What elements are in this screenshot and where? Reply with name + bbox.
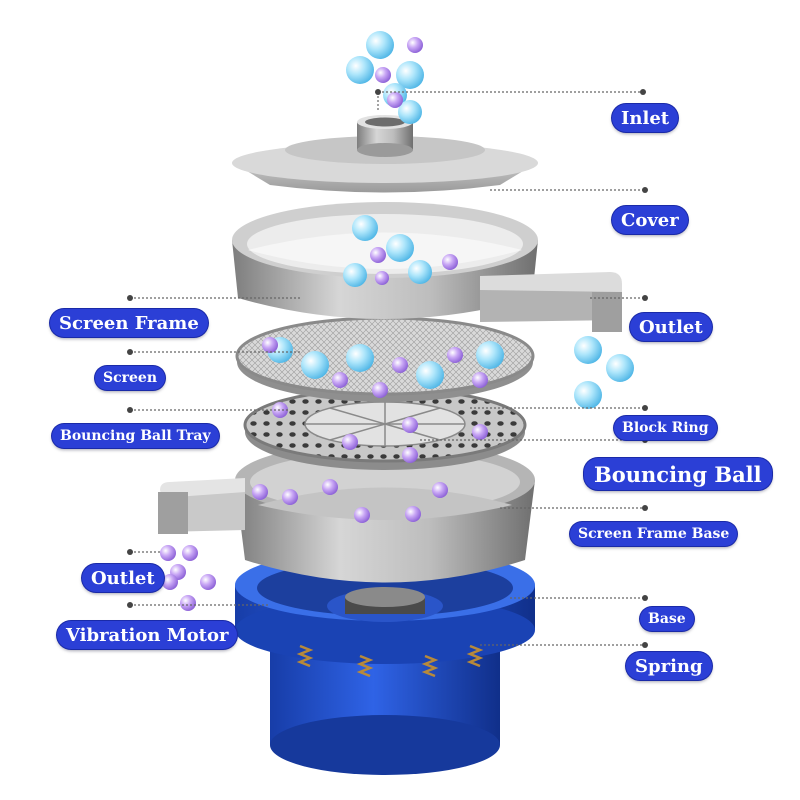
leader-lines: [127, 89, 648, 648]
label-outlet-left: Outlet: [82, 564, 164, 592]
fine-particle: [387, 92, 403, 108]
fine-particle: [342, 434, 358, 450]
leader-dot: [127, 407, 133, 413]
fine-particle: [402, 447, 418, 463]
fine-particle: [472, 372, 488, 388]
base-assembly: [235, 549, 535, 775]
leader-dot: [642, 595, 648, 601]
label-inlet: Inlet: [612, 104, 679, 132]
leader-dot: [642, 295, 648, 301]
label-bouncing-ball: Bouncing Ball: [584, 458, 772, 490]
coarse-particle: [346, 56, 374, 84]
fine-particle: [182, 545, 198, 561]
fine-particle: [447, 347, 463, 363]
coarse-particle: [398, 100, 422, 124]
label-block-ring: Block Ring: [614, 416, 717, 440]
label-screen-frame-base: Screen Frame Base: [570, 522, 738, 546]
material-particles: [160, 31, 634, 611]
label-spring: Spring: [626, 652, 712, 680]
coarse-particle: [574, 336, 602, 364]
fine-particle: [372, 382, 388, 398]
fine-particle: [332, 372, 348, 388]
label-screen-frame: Screen Frame: [50, 309, 208, 337]
fine-particle: [405, 506, 421, 522]
label-vibration-motor: Vibration Motor: [57, 621, 238, 649]
label-outlet-right: Outlet: [630, 313, 712, 341]
label-base: Base: [640, 607, 694, 631]
fine-particle: [282, 489, 298, 505]
coarse-particle: [346, 344, 374, 372]
leader-dot: [127, 602, 133, 608]
screen-mesh-shape: [235, 316, 535, 402]
coarse-particle: [352, 215, 378, 241]
label-screen: Screen: [95, 366, 166, 390]
fine-particle: [200, 574, 216, 590]
leader-dot: [375, 89, 381, 95]
fine-particle: [442, 254, 458, 270]
leader-dot: [127, 349, 133, 355]
label-bouncing-ball-tray: Bouncing Ball Tray: [52, 424, 219, 448]
coarse-particle: [574, 381, 602, 409]
coarse-particle: [416, 361, 444, 389]
fine-particle: [370, 247, 386, 263]
label-cover: Cover: [612, 206, 688, 234]
leader-dot: [642, 187, 648, 193]
fine-particle: [162, 574, 178, 590]
fine-particle: [472, 424, 488, 440]
cover-shape: [232, 115, 538, 193]
leader-dot: [642, 405, 648, 411]
coarse-particle: [476, 341, 504, 369]
leader-dot: [642, 505, 648, 511]
spring-shapes: [296, 644, 484, 678]
fine-particle: [375, 67, 391, 83]
leader-dot: [640, 89, 646, 95]
fine-particle: [160, 545, 176, 561]
coarse-particle: [386, 234, 414, 262]
leader-dot: [127, 549, 133, 555]
coarse-particle: [408, 260, 432, 284]
fine-particle: [252, 484, 268, 500]
fine-particle: [392, 357, 408, 373]
vibration-motor-shape: [327, 587, 443, 622]
leader-dot: [127, 295, 133, 301]
coarse-particle: [396, 61, 424, 89]
coarse-particle: [301, 351, 329, 379]
leader-dot: [642, 642, 648, 648]
fine-particle: [375, 271, 389, 285]
fine-particle: [407, 37, 423, 53]
fine-particle: [322, 479, 338, 495]
fine-particle: [262, 337, 278, 353]
fine-particle: [432, 482, 448, 498]
fine-particle: [402, 417, 418, 433]
coarse-particle: [343, 263, 367, 287]
fine-particle: [354, 507, 370, 523]
coarse-particle: [606, 354, 634, 382]
coarse-particle: [366, 31, 394, 59]
fine-particle: [180, 595, 196, 611]
